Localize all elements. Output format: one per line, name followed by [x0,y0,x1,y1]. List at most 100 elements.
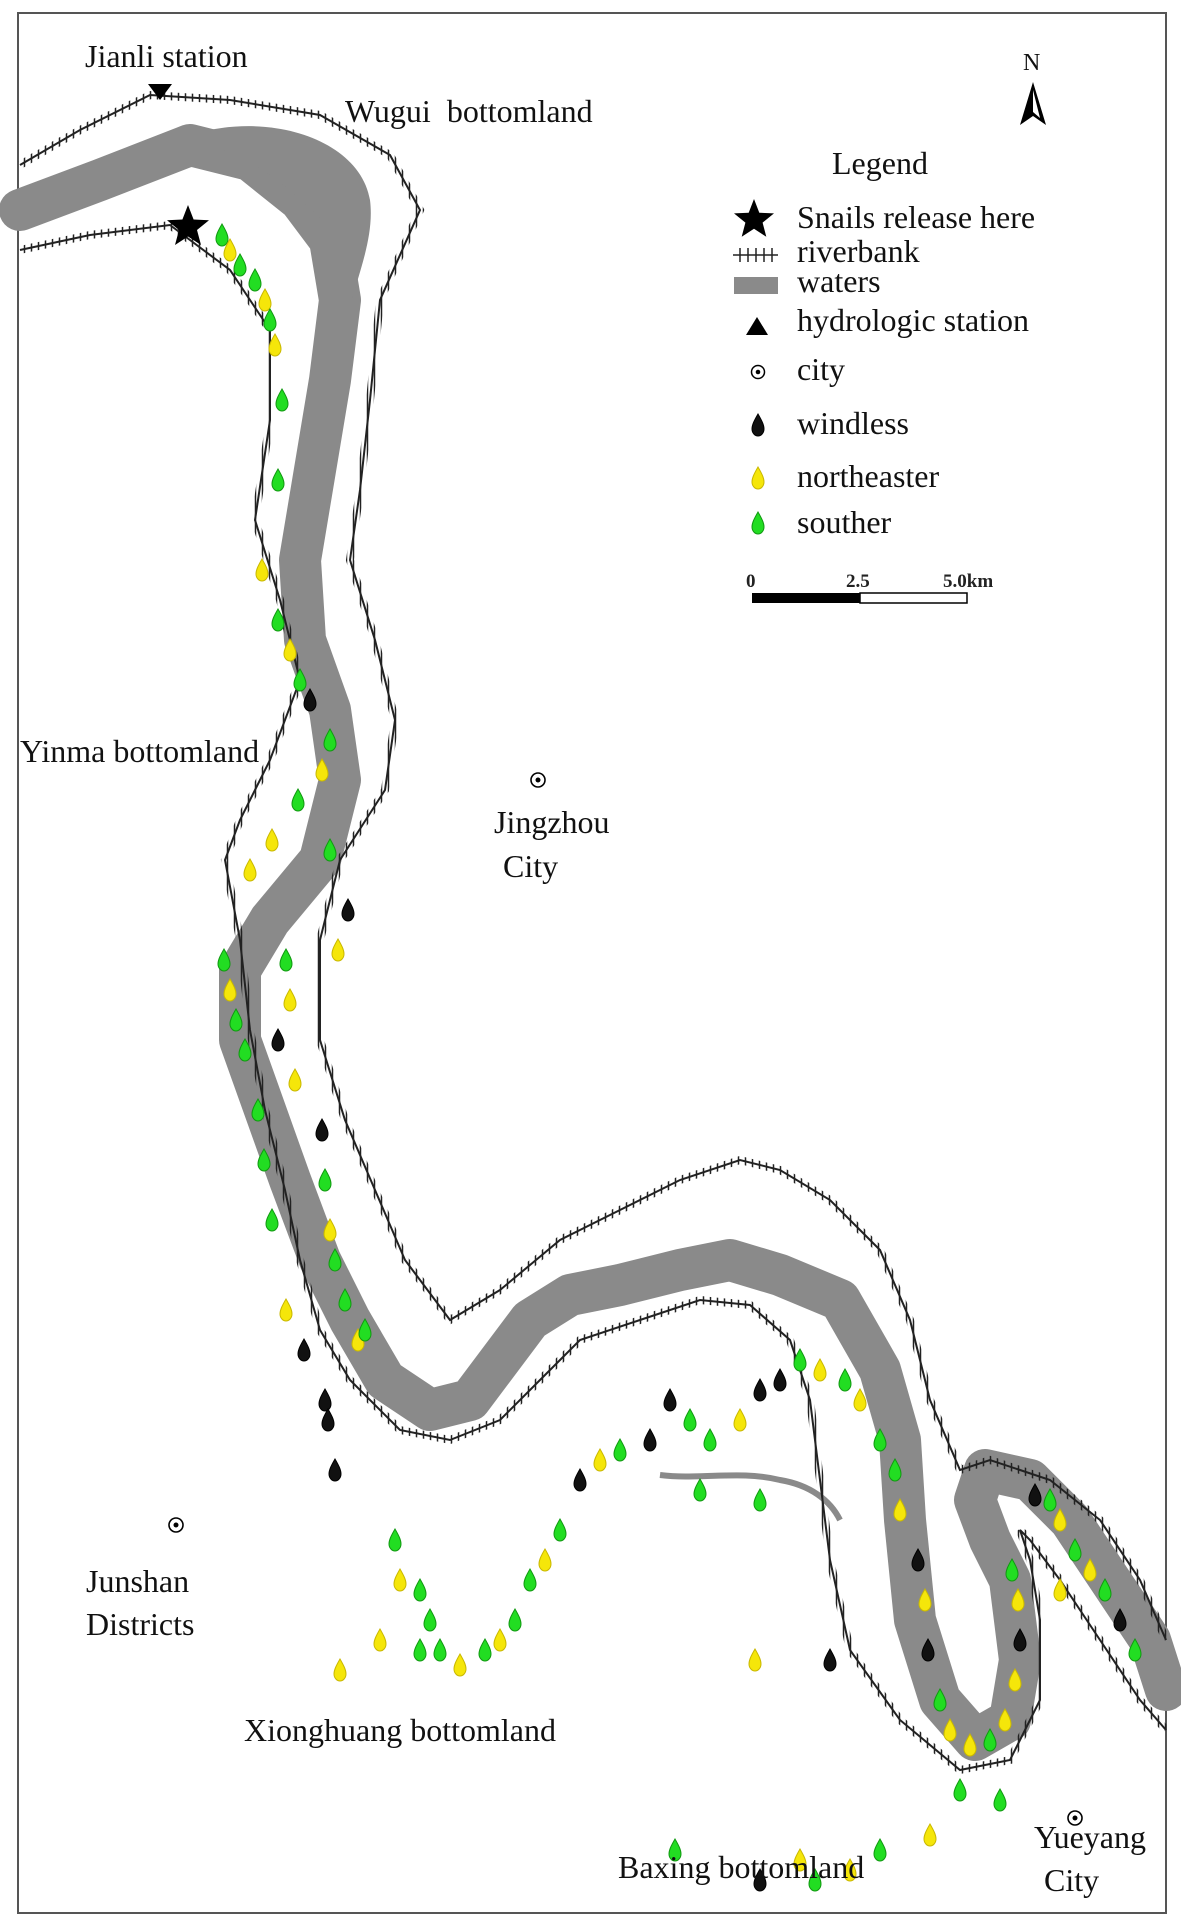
windless-marker-icon [823,1648,837,1672]
souther-marker-icon [263,308,277,332]
souther-marker-icon [523,1568,537,1592]
northeaster-marker-icon [283,988,297,1012]
city-dot-icon [750,364,766,380]
souther-marker-icon [413,1578,427,1602]
souther-marker-icon [553,1518,567,1542]
windless-marker-icon [341,898,355,922]
northeaster-marker-icon [265,828,279,852]
souther-marker-icon [993,1788,1007,1812]
label-wugui-bottomland: Wugui bottomland [345,93,593,129]
windless-marker-icon [753,1378,767,1402]
map-frame [17,12,1167,1914]
river-side-channel [659,1472,843,1522]
windless-marker-icon [663,1388,677,1412]
windless-marker-icon [315,1118,329,1142]
northeaster-marker-icon [243,858,257,882]
scale-tick-2: 5.0km [943,571,993,592]
souther-marker-icon [413,1638,427,1662]
droplet-icon-northeaster [751,466,765,490]
northeaster-marker-icon [279,1298,293,1322]
label-junshan-districts: Junshan [86,1563,189,1599]
legend-label-riverbank: riverbank [797,233,920,269]
souther-marker-icon [388,1528,402,1552]
label-jingzhou-city: Jingzhou [494,804,610,840]
windless-marker-icon [328,1458,342,1482]
riverbank-line [19,220,1170,1775]
label-baxing-bottomland: Baxing bottomland [618,1849,864,1885]
legend-label-souther: souther [797,504,892,540]
northeaster-marker-icon [748,1648,762,1672]
windless-marker-icon [573,1468,587,1492]
souther-marker-icon [215,223,229,247]
souther-marker-icon [248,268,262,292]
label-yueyang-city: City [1044,1862,1099,1898]
hydrologic-station-icon [148,84,172,100]
legend-label-city: city [797,351,845,387]
snail-release-star-icon [167,205,209,245]
souther-marker-icon [508,1608,522,1632]
windless-marker-icon [643,1428,657,1452]
riverbank-line-icon [733,248,778,262]
northeaster-marker-icon [493,1628,507,1652]
windless-marker-icon [773,1368,787,1392]
label-jingzhou-city: City [503,848,558,884]
souther-marker-icon [753,1488,767,1512]
star-icon [734,199,774,237]
river-waters [0,124,1181,1761]
scale-bar: 0 2.5 5.0km [746,571,993,604]
scale-tick-1: 2.5 [846,571,870,592]
label-jianli-station: Jianli station [85,38,248,74]
souther-marker-icon [291,788,305,812]
riverbank-line [17,90,1170,1642]
souther-marker-icon [265,1208,279,1232]
northeaster-marker-icon [333,1658,347,1682]
legend-label-hydrologic-station: hydrologic station [797,302,1029,338]
souther-marker-icon [271,468,285,492]
scale-tick-0: 0 [746,571,756,592]
northeaster-marker-icon [331,938,345,962]
northeaster-marker-icon [453,1653,467,1677]
windless-marker-icon [271,1028,285,1052]
city-yueyang-icon [1067,1810,1083,1826]
northeaster-marker-icon [288,1068,302,1092]
north-arrow-label: N [1023,50,1040,76]
souther-marker-icon [873,1838,887,1862]
label-yueyang-city: Yueyang [1034,1819,1146,1855]
riverbanks [17,90,1170,1775]
legend-label-waters: waters [797,263,881,299]
northeaster-marker-icon [393,1568,407,1592]
waters-swatch-icon [734,277,778,294]
legend-label-windless: windless [797,405,909,441]
northeaster-marker-icon [923,1823,937,1847]
windless-marker-icon [321,1408,335,1432]
north-arrow-icon: N [1020,50,1046,125]
legend: Legend Snails release here riverbank wat… [733,145,1035,540]
souther-marker-icon [613,1438,627,1462]
souther-marker-icon [703,1428,717,1452]
souther-marker-icon [318,1168,332,1192]
windless-marker-icon [297,1338,311,1362]
triangle-icon [746,317,768,335]
city-junshan-icon [168,1517,184,1533]
label-xionghuang-bottomland: Xionghuang bottomland [244,1712,556,1748]
river-inner-channel [190,126,371,310]
northeaster-marker-icon [373,1628,387,1652]
droplet-icon-souther [751,511,765,535]
souther-marker-icon [838,1368,852,1392]
legend-label-snails: Snails release here [797,199,1035,235]
legend-title: Legend [832,145,928,181]
legend-label-northeaster: northeaster [797,458,940,494]
northeaster-marker-icon [813,1358,827,1382]
droplet-icon-windless [751,413,765,437]
souther-marker-icon [279,948,293,972]
souther-marker-icon [433,1638,447,1662]
souther-marker-icon [423,1608,437,1632]
river-channel [0,124,1181,1761]
label-junshan-districts: Districts [86,1606,194,1642]
souther-marker-icon [693,1478,707,1502]
souther-marker-icon [683,1408,697,1432]
city-jingzhou-icon [530,772,546,788]
northeaster-marker-icon [538,1548,552,1572]
northeaster-marker-icon [853,1388,867,1412]
